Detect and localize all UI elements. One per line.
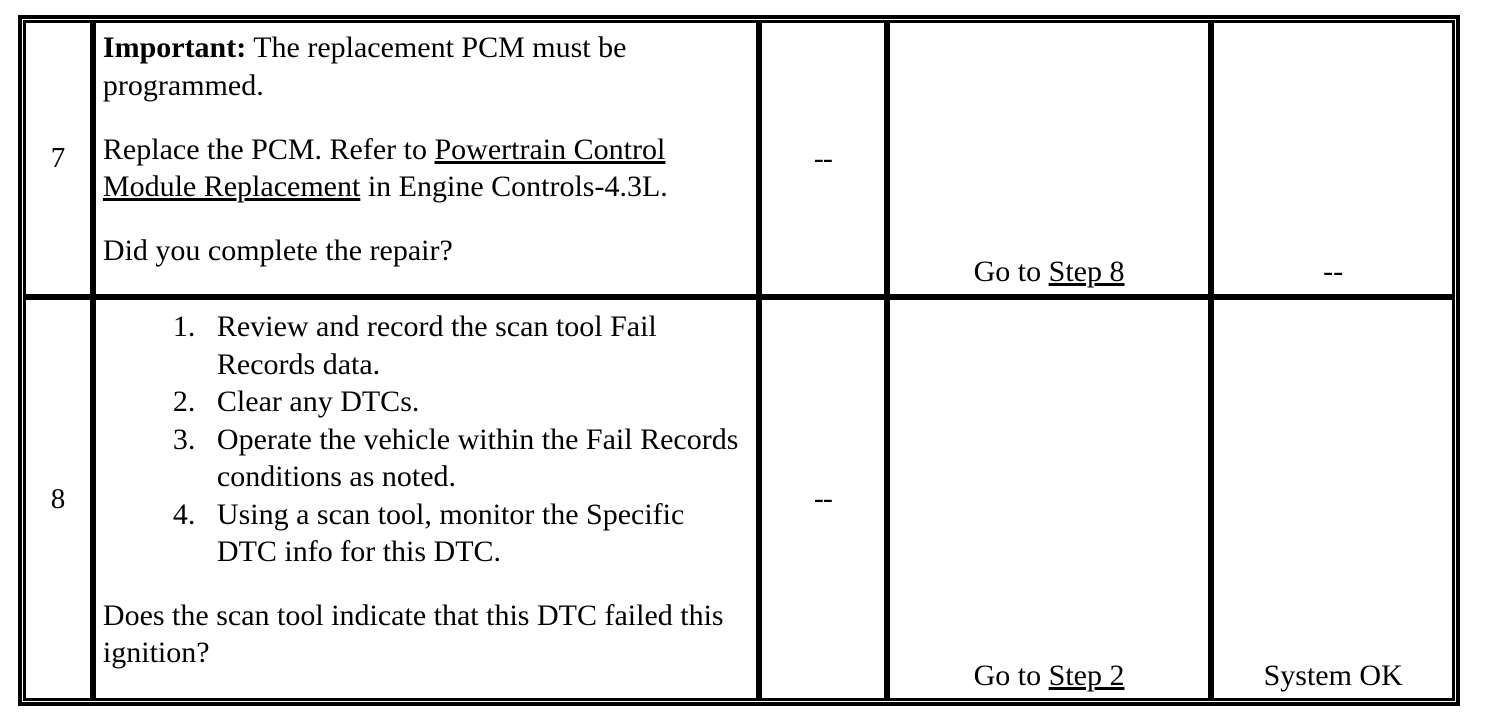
table-row: 7 Important: The replacement PCM must be… xyxy=(23,20,1455,297)
step-number-cell: 8 xyxy=(23,297,93,701)
paragraph-spacer xyxy=(103,206,748,232)
action-text: Important: The replacement PCM must be p… xyxy=(103,29,748,270)
go-to-step-2-link[interactable]: Step 2 xyxy=(1048,659,1125,692)
list-item: Using a scan tool, monitor the Specific … xyxy=(203,496,748,571)
no-branch-cell: -- xyxy=(1211,20,1455,297)
action-question: Did you complete the repair? xyxy=(102,234,453,268)
no-branch-cell: System OK xyxy=(1211,297,1455,701)
yes-prefix: Go to xyxy=(973,659,1049,692)
yes-branch-cell: Go to Step 8 xyxy=(886,20,1212,297)
yes-branch-text: Go to Step 2 xyxy=(974,658,1125,694)
instruction-suffix: in Engine Controls-4.3L. xyxy=(360,170,668,204)
table-row: 8 Review and record the scan tool Fail R… xyxy=(23,297,1455,701)
go-to-step-8-link[interactable]: Step 8 xyxy=(1048,255,1125,288)
step-number: 8 xyxy=(50,482,66,515)
action-question: Does the scan tool indicate that this DT… xyxy=(102,598,724,670)
diagnostic-table: 7 Important: The replacement PCM must be… xyxy=(18,15,1460,706)
yes-branch-text: Go to Step 8 xyxy=(974,254,1125,290)
instruction-prefix: Replace the PCM. Refer to xyxy=(102,132,435,166)
yes-prefix: Go to xyxy=(973,255,1049,288)
action-step-list: Review and record the scan tool Fail Rec… xyxy=(103,308,748,571)
paragraph-spacer xyxy=(103,571,748,597)
no-branch-text: -- xyxy=(1323,255,1344,288)
value-text: -- xyxy=(813,482,833,515)
list-item: Review and record the scan tool Fail Rec… xyxy=(203,308,748,383)
action-cell: Review and record the scan tool Fail Rec… xyxy=(92,297,759,701)
list-item: Operate the vehicle within the Fail Reco… xyxy=(203,421,748,496)
action-text: Review and record the scan tool Fail Rec… xyxy=(103,306,748,672)
action-cell: Important: The replacement PCM must be p… xyxy=(92,20,759,297)
important-label: Important: xyxy=(102,31,247,64)
powertrain-control-module-replacement-link[interactable]: Powertrain Control Module Replacement xyxy=(102,132,666,204)
list-item: Clear any DTCs. xyxy=(203,383,748,421)
no-branch-text: System OK xyxy=(1263,659,1403,692)
important-body: The replacement PCM must be programmed. xyxy=(102,31,627,102)
yes-branch-cell: Go to Step 2 xyxy=(886,297,1212,701)
value-cell: -- xyxy=(758,297,887,701)
paragraph-spacer xyxy=(103,105,748,131)
instruction-text: Replace the PCM. Refer to Powertrain Con… xyxy=(103,131,748,207)
step-number-cell: 7 xyxy=(23,20,93,297)
value-text: -- xyxy=(813,141,833,175)
value-cell: -- xyxy=(758,20,887,297)
important-note: Important: The replacement PCM must be p… xyxy=(103,29,748,105)
step-number: 7 xyxy=(50,142,66,174)
